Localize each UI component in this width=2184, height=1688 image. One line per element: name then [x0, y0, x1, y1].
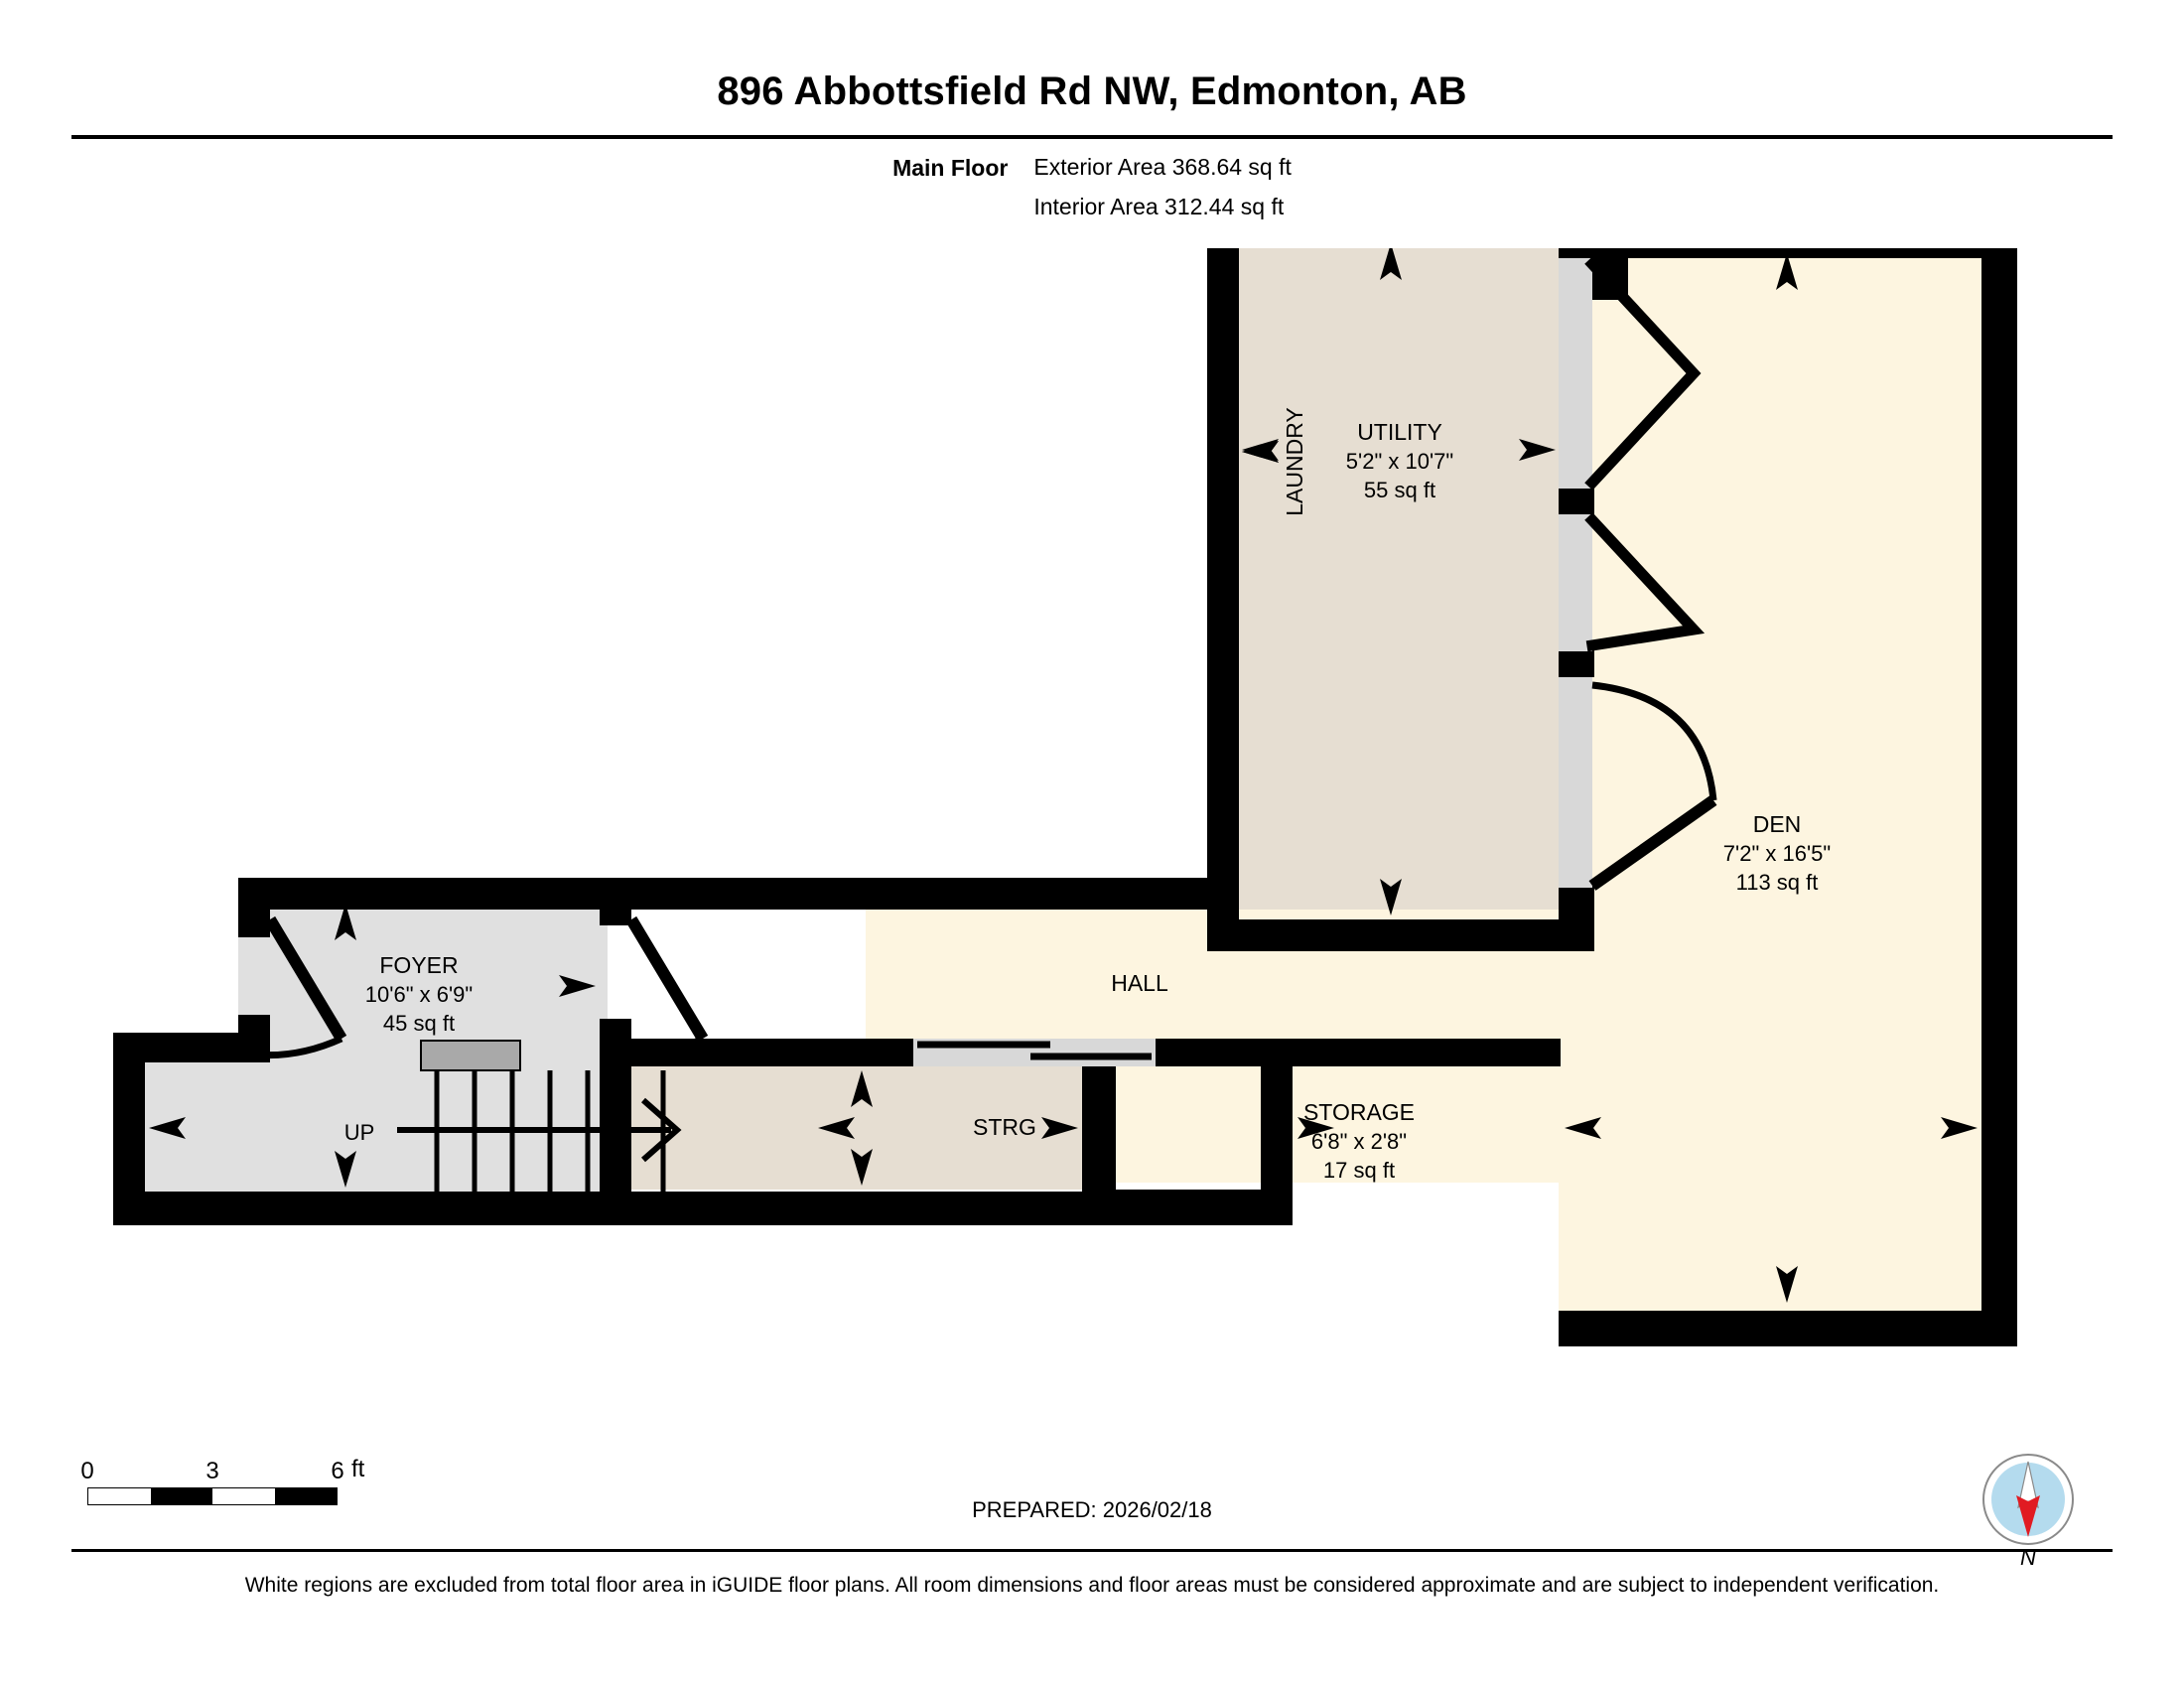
wall-foyer-right-a — [600, 878, 631, 925]
door-opening-utility-lower — [1559, 514, 1592, 651]
arrow-storage-up — [851, 1070, 873, 1107]
wall-den-right — [1981, 248, 2017, 1311]
arrow-den-down — [1776, 1266, 1798, 1303]
scale-seg-4 — [274, 1488, 337, 1504]
footer-divider — [71, 1549, 2113, 1552]
interior-area-text: Interior Area 312.44 sq ft — [1033, 194, 1285, 219]
arrow-foyer-right — [559, 975, 596, 997]
scale-unit-label: ft — [351, 1456, 365, 1482]
room-fill-utility — [1239, 248, 1559, 919]
wall-foyer-topleft — [238, 878, 270, 937]
door-swing-den — [1588, 681, 1717, 891]
wall-storage-top-right — [1154, 1039, 1261, 1066]
room-dims-storage: 6'8" x 2'8" — [1311, 1129, 1407, 1154]
wall-laundry-left — [1207, 248, 1239, 951]
room-area-storage: 17 sq ft — [1323, 1158, 1395, 1183]
prepared-date: PREPARED: 2026/02/18 — [972, 1497, 1212, 1522]
wall-laundry-bottom — [1207, 919, 1594, 951]
wall-lowleft-left — [113, 1033, 145, 1221]
header-divider — [71, 135, 2113, 139]
dimension-arrows — [149, 248, 1978, 1303]
compass-icon — [1980, 1452, 2076, 1547]
arrow-stairarea-left — [149, 1117, 186, 1139]
scale-bar-graphic — [87, 1487, 338, 1505]
wall-foyer-top — [238, 878, 608, 910]
arrow-stairarea-down — [335, 1151, 356, 1188]
room-fill-stair-area — [145, 1060, 600, 1192]
room-labels: LAUNDRY UTILITY 5'2" x 10'7" 55 sq ft DE… — [365, 407, 1831, 1183]
arrow-laundry-down — [1380, 879, 1402, 915]
arrow-den-up — [1776, 253, 1798, 290]
arrow-laundry-up — [1380, 248, 1402, 280]
room-fills — [145, 248, 1981, 1311]
room-label-hall: HALL — [1111, 970, 1168, 996]
room-label-utility: UTILITY — [1357, 419, 1442, 445]
door-swings — [1584, 256, 1706, 652]
floor-plan-drawing: UP — [0, 248, 2184, 1420]
arrow-utility-right-main — [1519, 439, 1556, 461]
wall-storage-bottom — [1082, 1190, 1293, 1225]
room-fill-storage — [615, 1062, 1082, 1190]
room-label-den: DEN — [1753, 811, 1802, 837]
scale-tick-0: 0 — [80, 1458, 94, 1484]
scale-tick-3: 3 — [205, 1458, 219, 1484]
scale-bar: 0 3 6 ft — [80, 1456, 504, 1505]
stair-up-label: UP — [344, 1120, 375, 1145]
staircase: UP — [344, 1040, 682, 1192]
stair-landing — [420, 1040, 521, 1071]
room-dims-den: 7'2" x 16'5" — [1723, 841, 1831, 866]
room-area-foyer: 45 sq ft — [383, 1011, 455, 1036]
scale-seg-2 — [150, 1488, 212, 1504]
door-swing-foyer-entry — [253, 915, 347, 1059]
room-area-den: 113 sq ft — [1736, 870, 1819, 895]
door-bifold-utility-lower — [1584, 512, 1706, 652]
page-title: 896 Abbottsfield Rd NW, Edmonton, AB — [717, 70, 1467, 113]
wall-den-top — [1559, 248, 2017, 258]
wall-hall-south — [1261, 1039, 1561, 1066]
area-summary: Main Floor Exterior Area 368.64 sq ft In… — [0, 154, 2184, 220]
door-bifold-utility-upper — [1584, 256, 1702, 491]
wall-south-right — [1559, 1311, 2017, 1346]
stair-direction-arrow — [397, 1097, 682, 1163]
floor-label: Main Floor — [892, 155, 1009, 181]
door-opening-utility-upper — [1559, 258, 1592, 489]
arrow-foyer-up — [335, 904, 356, 940]
arrow-den-right — [1941, 1117, 1978, 1139]
arrow-storage-left — [818, 1117, 855, 1139]
door-swing-foyer-hall — [616, 915, 709, 1059]
wall-hall-top — [600, 878, 1239, 910]
room-label-laundry: LAUNDRY — [1282, 407, 1307, 516]
room-fill-den — [1592, 248, 1981, 943]
door-slider-storage — [917, 1041, 1152, 1060]
arrow-storage-down — [851, 1149, 873, 1186]
wall-laundry-right-d — [1559, 886, 1594, 951]
room-label-strg: STRG — [973, 1114, 1036, 1140]
arrow-storage-right — [1041, 1117, 1078, 1139]
walls — [113, 248, 2017, 1346]
door-opening-den — [1559, 677, 1592, 888]
room-area-utility: 55 sq ft — [1364, 478, 1435, 502]
room-label-storage: STORAGE — [1303, 1099, 1415, 1125]
room-label-foyer: FOYER — [379, 952, 458, 978]
wall-laundry-right-b — [1559, 487, 1594, 514]
exterior-area-text: Exterior Area 368.64 sq ft — [1033, 154, 1292, 180]
room-dims-foyer: 10'6" x 6'9" — [365, 982, 473, 1007]
arrow-utility-left-main — [1242, 439, 1279, 461]
room-dims-utility: 5'2" x 10'7" — [1346, 449, 1453, 474]
disclaimer-text: White regions are excluded from total fl… — [244, 1574, 1940, 1597]
wall-laundry-right-c — [1559, 649, 1594, 677]
arrow-storage-outside-right — [1297, 1117, 1334, 1139]
scale-tick-6: 6 — [331, 1458, 344, 1484]
arrow-den-left — [1565, 1117, 1601, 1139]
wall-storage-right — [1082, 1060, 1116, 1192]
